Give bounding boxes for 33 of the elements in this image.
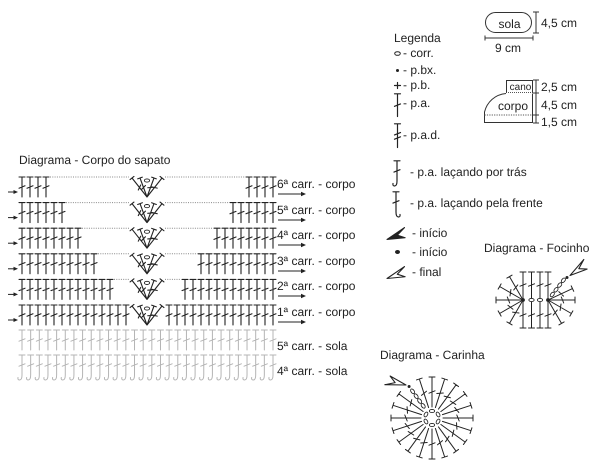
piece-label: corpo xyxy=(498,99,528,113)
chart-name-label: Diagrama - Focinho xyxy=(484,241,590,255)
row-label: 2ª carr. - corpo xyxy=(277,279,356,294)
legend-text: - p.a. laçando pela frente xyxy=(410,196,543,210)
row-label: 5ª carr. - sola xyxy=(277,339,348,353)
legend-text: - p.bx. xyxy=(403,63,436,77)
pattern-piece xyxy=(485,12,532,33)
piece-label: sola xyxy=(498,16,520,30)
dimension-label: 4,5 cm xyxy=(541,16,578,30)
row-label: 6ª carr. - corpo xyxy=(277,177,356,191)
pattern-piece xyxy=(506,80,533,93)
row-label: 1ª carr. - corpo xyxy=(277,305,356,319)
dimension-label: 1,5 cm xyxy=(541,115,578,129)
legend-text: - p.a.d. xyxy=(403,128,440,142)
row-label: 3ª carr. - corpo xyxy=(277,254,356,268)
dimension-label: 4,5 cm xyxy=(541,98,578,112)
legend-text: - corr. xyxy=(403,46,434,60)
legend-text: - p.b. xyxy=(403,78,430,92)
legend-text: - início xyxy=(412,245,448,259)
row-label: 4ª carr. - sola xyxy=(277,364,348,378)
legend-text: - p.a. xyxy=(403,96,430,110)
piece-label: cano xyxy=(510,82,532,94)
legend-heading: Legenda xyxy=(394,31,441,45)
chart-name-label: Diagrama - Corpo do sapato xyxy=(19,153,170,167)
dimension-label: 9 cm xyxy=(495,41,522,55)
dimension-label: 2,5 cm xyxy=(541,80,578,94)
pattern-piece xyxy=(484,93,533,123)
row-label: 4ª carr. - corpo xyxy=(277,228,356,242)
legend-text: - início xyxy=(412,226,448,240)
chart-name-label: Diagrama - Carinha xyxy=(380,348,485,362)
legend-text: - final xyxy=(412,265,442,279)
legend-text: - p.a. laçando por trás xyxy=(410,165,527,179)
row-label: 5ª carr. - corpo xyxy=(277,202,356,217)
